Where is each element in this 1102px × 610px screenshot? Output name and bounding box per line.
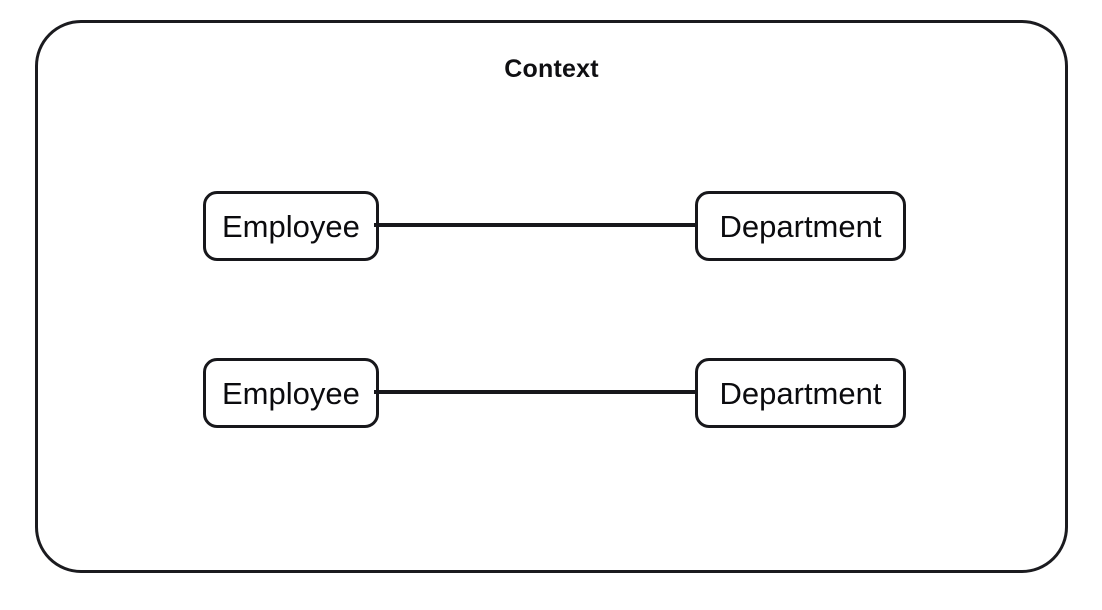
- context-group-title: Context: [504, 55, 599, 83]
- relation-row: Employee Department: [38, 358, 1065, 428]
- entity-label: Department: [719, 208, 882, 244]
- entity-node-employee[interactable]: Employee: [203, 191, 379, 261]
- entity-label: Employee: [222, 375, 360, 411]
- entity-label: Employee: [222, 208, 360, 244]
- relation-row: Employee Department: [38, 191, 1065, 261]
- relation-connector-line[interactable]: [374, 390, 696, 394]
- relation-connector-line[interactable]: [374, 223, 696, 227]
- entity-node-department[interactable]: Department: [695, 358, 906, 428]
- entity-label: Department: [719, 375, 882, 411]
- entity-node-employee[interactable]: Employee: [203, 358, 379, 428]
- entity-node-department[interactable]: Department: [695, 191, 906, 261]
- context-group-container[interactable]: Context Employee Department Employee Dep…: [35, 20, 1068, 573]
